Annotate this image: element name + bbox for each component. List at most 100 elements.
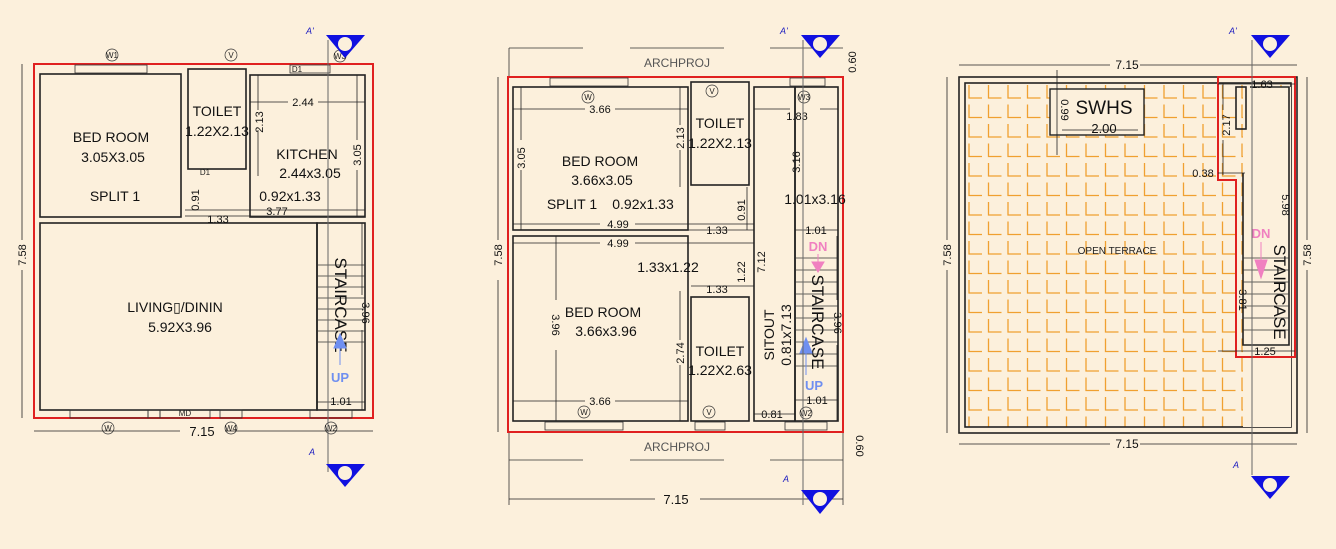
bedroom1-walls xyxy=(512,86,689,231)
stair-upper-size: 1.01x3.16 xyxy=(784,191,846,207)
dim-toilet2-height: 2.74 xyxy=(675,342,687,363)
dimension-lines xyxy=(497,77,843,500)
dim-passage-width: 1.33 xyxy=(207,214,228,226)
sitout-name: SITOUT xyxy=(761,309,777,361)
first-floor-plan: ARCHPROJ ARCHPROJ 0.60 0.60 W V W3 W V W… xyxy=(493,26,865,514)
tag-w1: W1 xyxy=(105,48,119,62)
dim-stair-width2: 1.01 xyxy=(806,395,827,407)
dim-stair-h1: 3.16 xyxy=(791,151,803,172)
dim-passage-width: 1.33 xyxy=(706,225,727,237)
dim-depth-left: 7.58 xyxy=(942,244,954,265)
toilet1-size: 1.22X2.13 xyxy=(688,135,752,151)
passage-size: 1.33x1.22 xyxy=(637,259,699,275)
dim-bed1-height: 3.05 xyxy=(516,147,528,168)
dim-sitout-w2: 0.81 xyxy=(761,409,782,421)
staircase-label: STAIRCASE xyxy=(331,257,350,352)
staircase-label: STAIRCASE xyxy=(808,274,827,369)
staircase-label: STAIRCASE xyxy=(1270,244,1289,339)
svg-text:W4: W4 xyxy=(225,424,238,433)
dim-bed1-width: 3.66 xyxy=(589,104,610,116)
section-marker-top-icon xyxy=(801,35,840,58)
dn-label: DN xyxy=(809,239,828,254)
living-walls xyxy=(39,222,318,411)
toilet1-name: TOILET xyxy=(696,115,745,131)
dim-passage-height: 0.91 xyxy=(736,199,748,220)
sitout-size: 0.81x7.13 xyxy=(778,304,794,366)
tag-v-bottom: V xyxy=(702,405,716,419)
windows xyxy=(544,77,828,431)
swhs-label: SWHS xyxy=(1076,98,1133,119)
dim-head-height: 2.17 xyxy=(1221,114,1233,135)
kitchen-size: 2.44x3.05 xyxy=(279,165,341,181)
dim-toilet1-height: 2.13 xyxy=(675,127,687,148)
bedroom2-name: BED ROOM xyxy=(565,304,641,320)
bedroom2-size: 3.66x3.96 xyxy=(575,323,637,339)
tag-w: W xyxy=(101,421,115,435)
tag-v-top: V xyxy=(705,84,719,98)
svg-text:W: W xyxy=(580,408,588,417)
svg-text:W2: W2 xyxy=(325,424,338,433)
projection-lines xyxy=(508,47,844,505)
stair-wall-stub xyxy=(1235,86,1247,130)
up-arrow-icon xyxy=(333,332,347,365)
section-label-top: A' xyxy=(1228,26,1237,36)
dim-overall-width: 7.15 xyxy=(189,424,214,439)
swhs-box xyxy=(1049,88,1145,136)
kitchen-walls xyxy=(249,74,366,218)
down-arrow-icon xyxy=(1254,242,1268,280)
up-label: UP xyxy=(805,378,823,393)
tag-w3: W3 xyxy=(797,90,811,104)
section-label-bottom: A xyxy=(782,474,789,484)
bedroom2-walls xyxy=(512,235,689,422)
dim-passage-h2: 1.22 xyxy=(736,261,748,282)
dim-overall-depth: 7.58 xyxy=(493,244,505,265)
svg-text:W3: W3 xyxy=(334,52,347,61)
svg-text:W: W xyxy=(104,424,112,433)
svg-text:W2: W2 xyxy=(800,409,813,418)
dim-passage-height: 0.91 xyxy=(190,189,202,210)
swhs-depth: 0.99 xyxy=(1058,99,1070,120)
dim-sitout-width: 1.83 xyxy=(786,111,807,123)
bedroom1-name: BED ROOM xyxy=(562,153,638,169)
dim-passage-w2: 1.33 xyxy=(706,284,727,296)
down-arrow-icon xyxy=(811,254,825,273)
living-name: LIVING▯/DININ xyxy=(127,299,223,315)
dim-span1: 4.99 xyxy=(607,219,628,231)
dim-width-bottom: 7.15 xyxy=(1115,437,1139,451)
tag-w-bottom: W xyxy=(577,405,591,419)
dim-projection-bottom: 0.60 xyxy=(853,435,865,456)
toilet-name: TOILET xyxy=(193,103,242,119)
dim-stair-height: 5.98 xyxy=(1279,194,1291,215)
dim-stair-bottom-width: 1.25 xyxy=(1254,346,1275,358)
dim-kitchen-width: 2.44 xyxy=(292,97,313,109)
door-tag-d1: D1 xyxy=(292,65,303,74)
parapet-outer xyxy=(958,76,1298,434)
svg-text:W: W xyxy=(584,93,592,102)
section-label-top: A' xyxy=(779,26,788,36)
split-label: SPLIT 1 xyxy=(547,196,598,212)
svg-text:W1: W1 xyxy=(106,51,119,60)
dim-flight: 3.81 xyxy=(1236,289,1248,310)
staircase-walls xyxy=(1242,86,1290,346)
dim-width-top: 7.15 xyxy=(1115,58,1139,72)
dim-overall-depth: 7.58 xyxy=(17,244,29,265)
bedroom-size: 3.05X3.05 xyxy=(81,149,145,165)
section-marker-bottom-icon xyxy=(801,490,840,514)
toilet2-walls xyxy=(690,296,750,422)
kitchen-name: KITCHEN xyxy=(276,146,337,162)
svg-text:V: V xyxy=(706,408,712,417)
svg-text:V: V xyxy=(228,51,234,60)
dim-kitchen-height: 3.05 xyxy=(352,144,364,165)
stair-headroom-outline xyxy=(1217,76,1296,358)
dimension-lines xyxy=(946,64,1308,445)
projection-label-bottom: ARCHPROJ xyxy=(644,440,710,454)
tag-w2: W2 xyxy=(324,421,338,435)
door-tag-md: MD xyxy=(179,409,192,418)
plot-outline xyxy=(507,76,844,433)
swhs-width: 2.00 xyxy=(1091,121,1116,136)
toilet-walls xyxy=(187,68,247,170)
section-marker-top-icon xyxy=(1251,35,1290,58)
dim-stair-width: 1.01 xyxy=(330,396,351,408)
living-size: 5.92X3.96 xyxy=(148,319,212,335)
